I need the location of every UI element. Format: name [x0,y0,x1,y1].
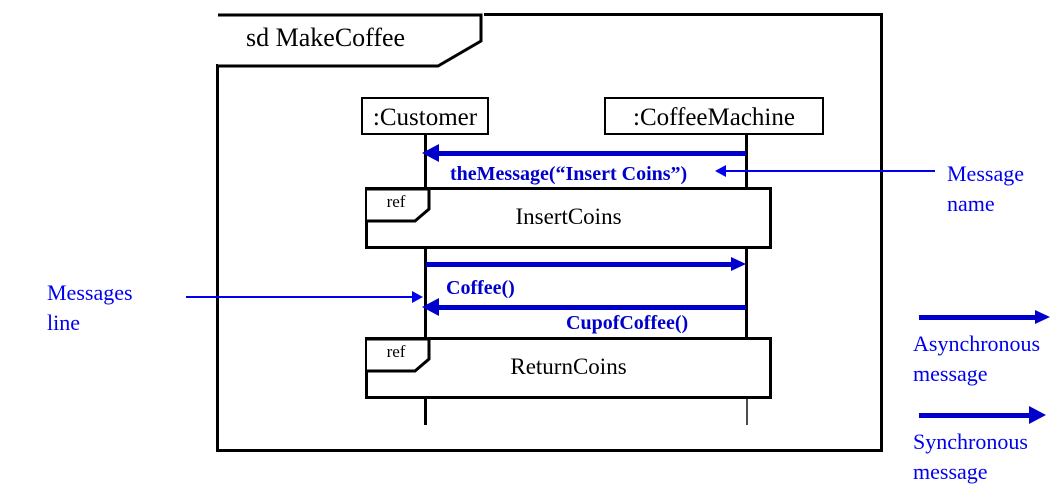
interaction-use-insertcoins-title: InsertCoins [515,204,622,229]
legend-synchronous-arrow-line [919,413,1029,418]
interaction-use-insertcoins-keyword: ref [386,192,406,211]
message-3-arrowhead [422,298,439,316]
message-2-line[interactable] [426,262,731,267]
message-2-arrowhead [731,257,746,271]
interaction-use-returncoins[interactable]: ReturnCoins [365,337,772,399]
lifeline-head-coffeemachine[interactable]: :CoffeeMachine [604,97,824,135]
message-2-label: Coffee() [446,277,515,299]
annotation-message-name-line2: name [947,191,995,216]
message-name-leader-arrowhead [715,165,726,177]
message-3-line[interactable] [436,305,746,310]
message-1-arrowhead [422,144,439,162]
message-name-leader-line [726,170,935,172]
lifeline-head-coffeemachine-label: :CoffeeMachine [633,104,795,131]
frame-title: sd MakeCoffee [246,23,406,52]
legend-asynchronous-arrowhead [1035,310,1050,324]
lifeline-coffeemachine-segment-1 [745,135,748,187]
interaction-use-insertcoins[interactable]: InsertCoins [365,187,772,249]
lifeline-customer-segment-3 [424,398,427,425]
lifeline-coffeemachine-segment-2 [745,249,748,337]
legend-asynchronous-label-line2: message [913,361,988,386]
lifeline-coffeemachine-segment-3 [746,398,748,425]
annotation-messages-line-line2: line [47,310,80,335]
message-1-line[interactable] [436,151,746,156]
lifeline-customer-segment-2 [424,249,427,337]
legend-synchronous-label-line1: Synchronous [913,429,1028,454]
message-3-label: CupofCoffee() [566,312,689,334]
legend-asynchronous-arrow-line [919,315,1035,320]
legend-asynchronous-label-line1: Asynchronous [913,331,1041,356]
interaction-use-returncoins-title: ReturnCoins [510,354,627,379]
annotation-messages-line-line1: Messages [47,280,133,305]
legend-synchronous-arrowhead [1029,406,1046,424]
legend-synchronous-label-line2: message [913,459,988,484]
interaction-use-returncoins-keyword: ref [386,342,406,361]
lifeline-head-customer-label: :Customer [372,104,478,131]
annotation-message-name-line1: Message [947,161,1024,186]
message-1-label: theMessage(“Insert Coins”) [450,163,688,185]
messages-line-leader-line [186,296,414,298]
lifeline-head-customer[interactable]: :Customer [361,97,489,135]
sd-frame-tab-outline [218,13,483,68]
messages-line-leader-arrowhead [412,291,423,303]
interaction-use-returncoins-tab-outline [367,337,431,373]
interaction-use-insertcoins-tab-outline [367,187,431,223]
